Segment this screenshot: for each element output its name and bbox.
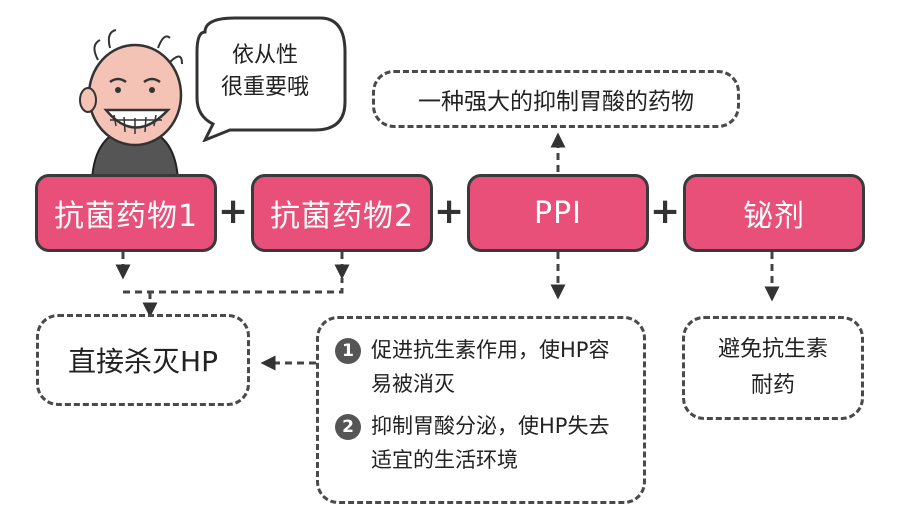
merge-line — [123, 278, 344, 294]
bismuth-effect-line-2: 耐药 — [750, 373, 795, 398]
number-badge-1: 1 — [335, 338, 361, 364]
speech-bubble — [195, 16, 347, 142]
direct-kill-box: 直接杀灭HP — [36, 314, 250, 406]
mechanism-item-1: 1 促进抗生素作用，使HP容易被消灭 — [335, 333, 627, 401]
ppi-mechanisms-box: 1 促进抗生素作用，使HP容易被消灭 2 抑制胃酸分泌，使HP失去适宜的生活环境 — [316, 316, 646, 504]
antibiotic2-box: 抗菌药物2 — [251, 174, 433, 252]
plus-sign-2: + — [434, 191, 465, 232]
plus-sign-3: + — [650, 191, 681, 232]
bismuth-box: 铋剂 — [683, 174, 865, 252]
ppi-description-box: 一种强大的抑制胃酸的药物 — [372, 70, 740, 128]
ppi-box: PPI — [467, 174, 649, 252]
number-badge-2: 2 — [335, 414, 361, 440]
mechanism-item-2: 2 抑制胃酸分泌，使HP失去适宜的生活环境 — [335, 409, 627, 477]
bismuth-effect-line-1: 避免抗生素 — [717, 337, 828, 362]
old-man-illustration — [79, 29, 183, 180]
bismuth-effect-box: 避免抗生素 耐药 — [682, 316, 864, 420]
speech-line-1: 依从性 — [231, 43, 298, 68]
speech-line-2: 很重要哦 — [220, 75, 309, 100]
plus-sign-1: + — [218, 191, 249, 232]
mechanism-text-1: 促进抗生素作用，使HP容易被消灭 — [371, 338, 610, 396]
speech-bubble-text: 依从性 很重要哦 — [200, 40, 330, 104]
mechanism-text-2: 抑制胃酸分泌，使HP失去适宜的生活环境 — [371, 414, 610, 472]
antibiotic1-box: 抗菌药物1 — [35, 174, 217, 252]
